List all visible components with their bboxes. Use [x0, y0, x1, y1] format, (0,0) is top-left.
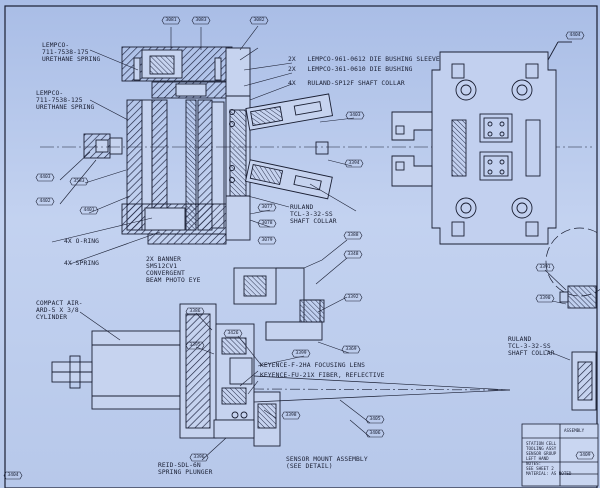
balloon-4401: 4401 — [83, 208, 95, 213]
balloon-3081: 3081 — [165, 18, 177, 23]
label-banner-photo-eye: 2X BANNER SM512CV1 CONVERGENT BEAM PHOTO… — [146, 256, 201, 284]
balloon-3394: 3394 — [348, 161, 360, 166]
balloon-3079: 3079 — [261, 238, 273, 243]
bottom-elevation — [51, 267, 511, 447]
label-lempco-175: LEMPCO- 711-7538-175 URETHANE SPRING — [42, 42, 101, 63]
title-block-line: NOTES: — [526, 461, 542, 466]
plan-jaw-profile — [391, 111, 433, 187]
balloon-3426: 3426 — [227, 331, 239, 336]
title-block-line: STATION CELL — [526, 441, 557, 446]
balloon-3348: 3348 — [347, 252, 359, 257]
leader-lines — [51, 25, 571, 461]
balloon-3082: 3082 — [253, 18, 265, 23]
balloon-3403: 3403 — [349, 113, 361, 118]
label-keyence-fiber: KEYENCE-FU-21X FIBER, REFLECTIVE — [260, 372, 385, 379]
label-ruland-mid: RULAND TCL-3-32-SS SHAFT COLLAR — [290, 204, 337, 225]
label-lempco-125: LEMPCO- 711-7538-125 URETHANE SPRING — [36, 90, 95, 111]
label-keyence-lens: KEYENCE-F-2HA FOCUSING LENS — [260, 362, 366, 369]
balloon-3386: 3386 — [189, 309, 201, 314]
sheet-border — [4, 5, 598, 488]
balloon-3583: 3583 — [73, 179, 85, 184]
balloon-3078: 3078 — [261, 221, 273, 226]
title-block-line: SENSOR GROUP — [526, 451, 557, 456]
label-die-bushing-sleeve: 2X LEMPCO-961-0612 DIE BUSHING SLEEVE — [288, 56, 440, 63]
balloon-3369: 3369 — [345, 347, 357, 352]
balloon-3399: 3399 — [295, 351, 307, 356]
label-die-bushing: 2X LEMPCO-361-0610 DIE BUSHING — [288, 66, 413, 73]
balloon-4404: 4404 — [569, 33, 581, 38]
title-block-line: TOOLING ASSY — [526, 446, 557, 451]
label-compact-air-cylinder: COMPACT AIR- ARD-5 X 3/8 CYLINDER — [36, 300, 83, 321]
balloon-3406: 3406 — [369, 431, 381, 436]
balloon-3077: 3077 — [261, 205, 273, 210]
label-ruland-right: RULAND TCL-3-32-SS SHAFT COLLAR — [508, 336, 555, 357]
balloon-3390: 3390 — [539, 296, 551, 301]
right-detail — [545, 227, 600, 411]
plan-view — [431, 41, 572, 245]
label-sensor-mount: SENSOR MOUNT ASSEMBLY (SEE DETAIL) — [286, 456, 368, 470]
label-reid-plunger: REID-SDL-6N SPRING PLUNGER — [158, 462, 213, 476]
title-block-frame — [521, 423, 599, 487]
balloon-3405: 3405 — [369, 417, 381, 422]
balloon-3392: 3392 — [347, 295, 359, 300]
balloon-3388: 3388 — [347, 233, 359, 238]
balloon-3404: 3404 — [7, 473, 19, 478]
angled-jaw-assembly — [245, 93, 334, 200]
label-spring: 4X SPRING — [64, 260, 100, 267]
title-block-line: MATERIAL: AS NOTED — [526, 471, 572, 476]
label-o-ring: 4X O-RING — [64, 238, 100, 245]
title-block-line: LEFT HAND — [526, 456, 549, 461]
balloon-3395: 3395 — [189, 343, 201, 348]
balloon-3083: 3083 — [195, 18, 207, 23]
balloon-3396: 3396 — [193, 455, 205, 460]
balloon-4402: 4402 — [39, 199, 51, 204]
balloon-3391: 3391 — [539, 265, 551, 270]
title-block-heading: ASSEMBLY — [564, 428, 585, 433]
title-block-line: SEE SHEET 2 — [526, 466, 554, 471]
top-section-view — [83, 46, 251, 245]
balloon-3398: 3398 — [285, 413, 297, 418]
balloon-3409: 3409 — [579, 453, 591, 458]
label-shaft-collar-top: 4X RULAND-SP12F SHAFT COLLAR — [288, 80, 405, 87]
balloon-4403: 4403 — [39, 175, 51, 180]
